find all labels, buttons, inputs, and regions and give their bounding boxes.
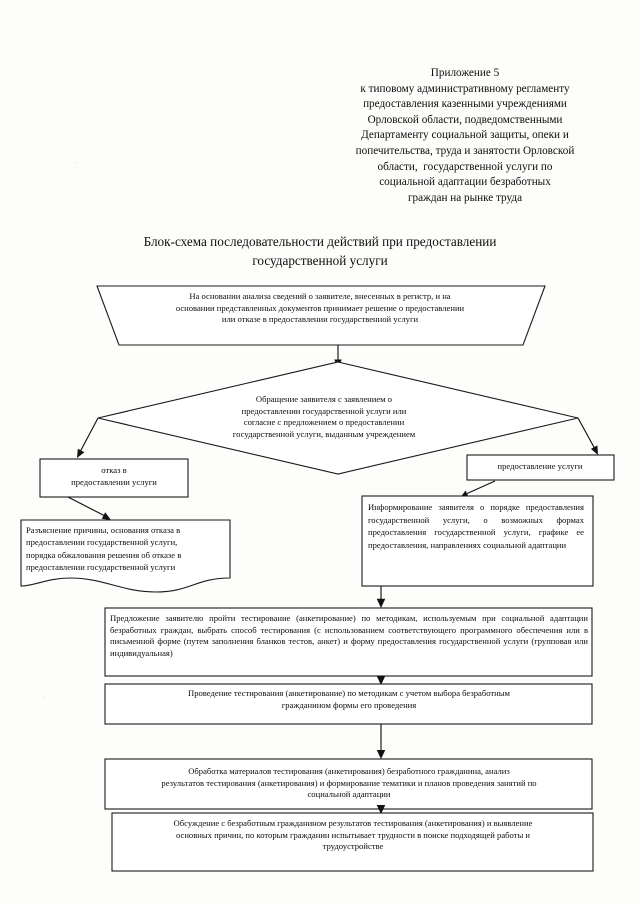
node-decision-label: Обращение заявителя с заявлением о предо… <box>208 394 440 440</box>
edge-decision-to-provide-arrowhead <box>590 445 598 455</box>
node-offer-testing-shape <box>104 607 593 677</box>
page-title: Блок-схема последовательности действий п… <box>100 232 540 270</box>
edge-decision-to-refusal-arrowhead <box>77 448 85 458</box>
node-explanation-shape <box>20 519 231 593</box>
node-process-materials-line-1: Обработка материалов тестирования (анкет… <box>188 766 510 776</box>
node-provide-label: предоставление услуги <box>470 461 610 473</box>
node-decision-line-1: Обращение заявителя с заявлением о <box>255 394 393 404</box>
node-conduct-testing-line-2: гражданином формы его проведения <box>281 699 417 710</box>
node-process-materials-label: Обработка материалов тестирования (анкет… <box>110 766 588 801</box>
node-refusal-label: отказ в предоставлении услуги <box>44 465 184 488</box>
edge-decision-to-refusal <box>79 417 99 453</box>
edge-decision-to-provide <box>577 417 596 450</box>
node-conduct-testing-label: Проведение тестирования (анкетирование) … <box>110 688 588 711</box>
appendix-header-line-6: попечительства, труда и занятости Орловс… <box>355 144 575 157</box>
appendix-header-line-2: к типовому административному регламенту <box>360 82 570 95</box>
node-decision-line-4: государственной услуги, выданным учрежде… <box>232 428 416 439</box>
node-discussion-line-2: основных причин, по которым гражданин ис… <box>176 829 530 840</box>
edge-offer-to-conduct-arrowhead <box>376 676 386 685</box>
node-provide-shape <box>466 454 615 481</box>
node-refusal-line-2: предоставлении услуги <box>71 476 157 487</box>
node-basis-label: На основании анализа сведений о заявител… <box>134 291 506 326</box>
node-basis-line-2: основании представленных документов прин… <box>175 302 465 313</box>
appendix-header-line-3: предоставления казенными учреждениями <box>363 98 567 111</box>
node-process-materials-line-2: результатов тестирования (анкетирования)… <box>161 777 537 788</box>
node-offer-testing-label: Предложение заявителю пройти тестировани… <box>110 613 588 658</box>
appendix-header-line-5: Департаменту социальной защиты, опеки и <box>361 129 569 142</box>
node-discussion-label: Обсуждение с безработным гражданином рез… <box>117 818 589 853</box>
node-decision-line-3: согласие с предложением о предоставлении <box>243 417 405 428</box>
edge-provide-to-informing <box>465 480 496 495</box>
node-informing-label: Информирование заявителя о порядке предо… <box>368 502 584 550</box>
node-conduct-testing-line-1: Проведение тестирования (анкетирование) … <box>188 688 510 698</box>
node-discussion-line-1: Обсуждение с безработным гражданином рез… <box>173 818 533 828</box>
edge-informing-to-offer-arrowhead <box>376 598 386 608</box>
page-title-line-2: государственной услуги <box>252 253 388 268</box>
node-basis-shape <box>96 285 546 346</box>
appendix-header-line-8: социальной адаптации безработных <box>379 176 551 189</box>
node-informing-shape <box>361 495 594 587</box>
node-provide-line-1: предоставление услуги <box>497 461 583 471</box>
node-basis-line-3: или отказе в предоставлении государствен… <box>221 314 419 325</box>
node-explanation-line-1: Разъяснение причины, основания отказа в <box>26 525 181 535</box>
node-discussion-line-3: трудоустройстве <box>322 841 384 852</box>
appendix-header: Приложение 5 к типовому административном… <box>300 66 630 206</box>
edge-process-to-discussion-arrowhead <box>376 805 386 814</box>
appendix-header-line-9: граждан на рынке труда <box>407 191 523 204</box>
node-process-materials-shape <box>104 758 593 810</box>
node-refusal-shape <box>39 458 189 498</box>
appendix-header-line-4: Орловской области, подведомственными <box>367 113 563 126</box>
appendix-header-line-7: области, государственной услуги по <box>377 160 553 173</box>
node-explanation-line-4: предоставлении государственной услуги <box>26 562 176 573</box>
page-title-line-1: Блок-схема последовательности действий п… <box>143 234 497 249</box>
edge-refusal-to-explanation-arrowhead <box>101 512 111 520</box>
node-process-materials-line-3: социальной адаптации <box>307 789 391 800</box>
appendix-header-line-1: Приложение 5 <box>430 67 500 79</box>
node-explanation-line-2: предоставлении государственной услуги, <box>26 537 178 548</box>
node-refusal-line-1: отказ в <box>101 465 127 475</box>
node-decision-shape <box>97 361 579 475</box>
edge-conduct-to-process-arrowhead <box>376 750 386 759</box>
node-explanation-line-3: порядка обжалования решения об отказе в <box>26 549 182 560</box>
node-discussion-shape <box>111 812 594 872</box>
edge-refusal-to-explanation <box>67 496 106 517</box>
node-explanation-label: Разъяснение причины, основания отказа в … <box>26 524 222 574</box>
node-conduct-testing-shape <box>104 683 593 725</box>
node-basis-line-1: На основании анализа сведений о заявител… <box>189 291 451 301</box>
node-decision-line-2: предоставлении государственной услуги ил… <box>241 405 407 416</box>
